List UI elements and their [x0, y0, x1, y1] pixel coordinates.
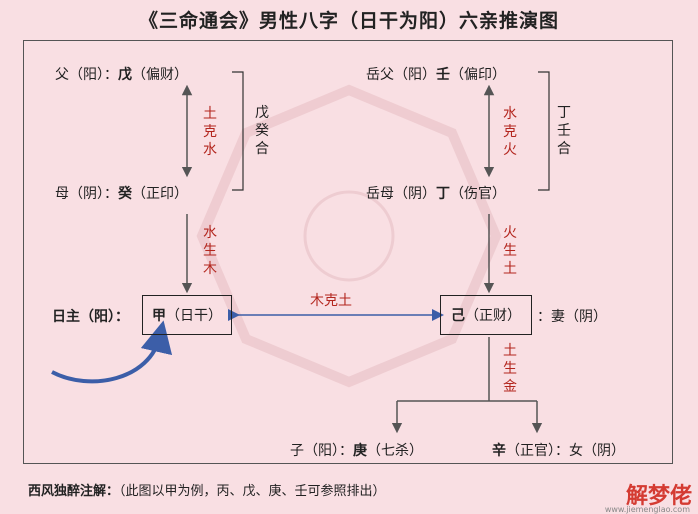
bracket-ding-ren: [538, 71, 550, 191]
bracket-wu-gui: [232, 71, 244, 191]
label-huo-sheng-tu: 火生土: [503, 225, 517, 277]
node-father-in-law: 岳父（阳）壬（偏印）: [366, 67, 506, 83]
watermark-url: www.jiemenglao.com: [604, 505, 690, 514]
bagua-watermark: [196, 84, 502, 388]
node-self-box: 甲（日干）: [142, 295, 232, 335]
annotation-note: 西风独醉注解：（此图以甲为例，丙、戊、庚、壬可参照排出）: [28, 484, 386, 499]
label-mu-ke-tu: 木克土: [310, 293, 352, 309]
node-mother-in-law: 岳母（阴）丁（伤官）: [366, 186, 506, 202]
label-tu-ke-shui: 土克水: [203, 106, 217, 158]
label-ding-ren-he: 丁壬合: [557, 105, 571, 157]
curved-blue-arrow: [51, 320, 173, 384]
node-wife-box: 己（正财）: [440, 295, 532, 335]
diagram-frame: [23, 40, 673, 464]
node-father: 父（阳）：戊（偏财）: [55, 67, 188, 83]
node-wife-label: ：妻（阴）: [537, 309, 607, 325]
node-mother: 母（阴）：癸（正印）: [55, 186, 188, 202]
node-daughter: 辛（正官）：女（阴）: [492, 443, 625, 459]
page-title: 《三命通会》男性八字（日干为阳）六亲推演图: [138, 10, 559, 32]
label-tu-sheng-jin: 土生金: [503, 343, 517, 395]
label-shui-ke-huo: 水克火: [503, 106, 517, 158]
label-wu-gui-he: 戊癸合: [255, 105, 269, 157]
node-son: 子（阳）：庚（七杀）: [290, 443, 423, 459]
label-shui-sheng-mu: 水生木: [203, 225, 217, 277]
node-self-label: 日主（阳）：: [52, 309, 129, 325]
watermark-logo: 解梦佬: [625, 484, 692, 509]
